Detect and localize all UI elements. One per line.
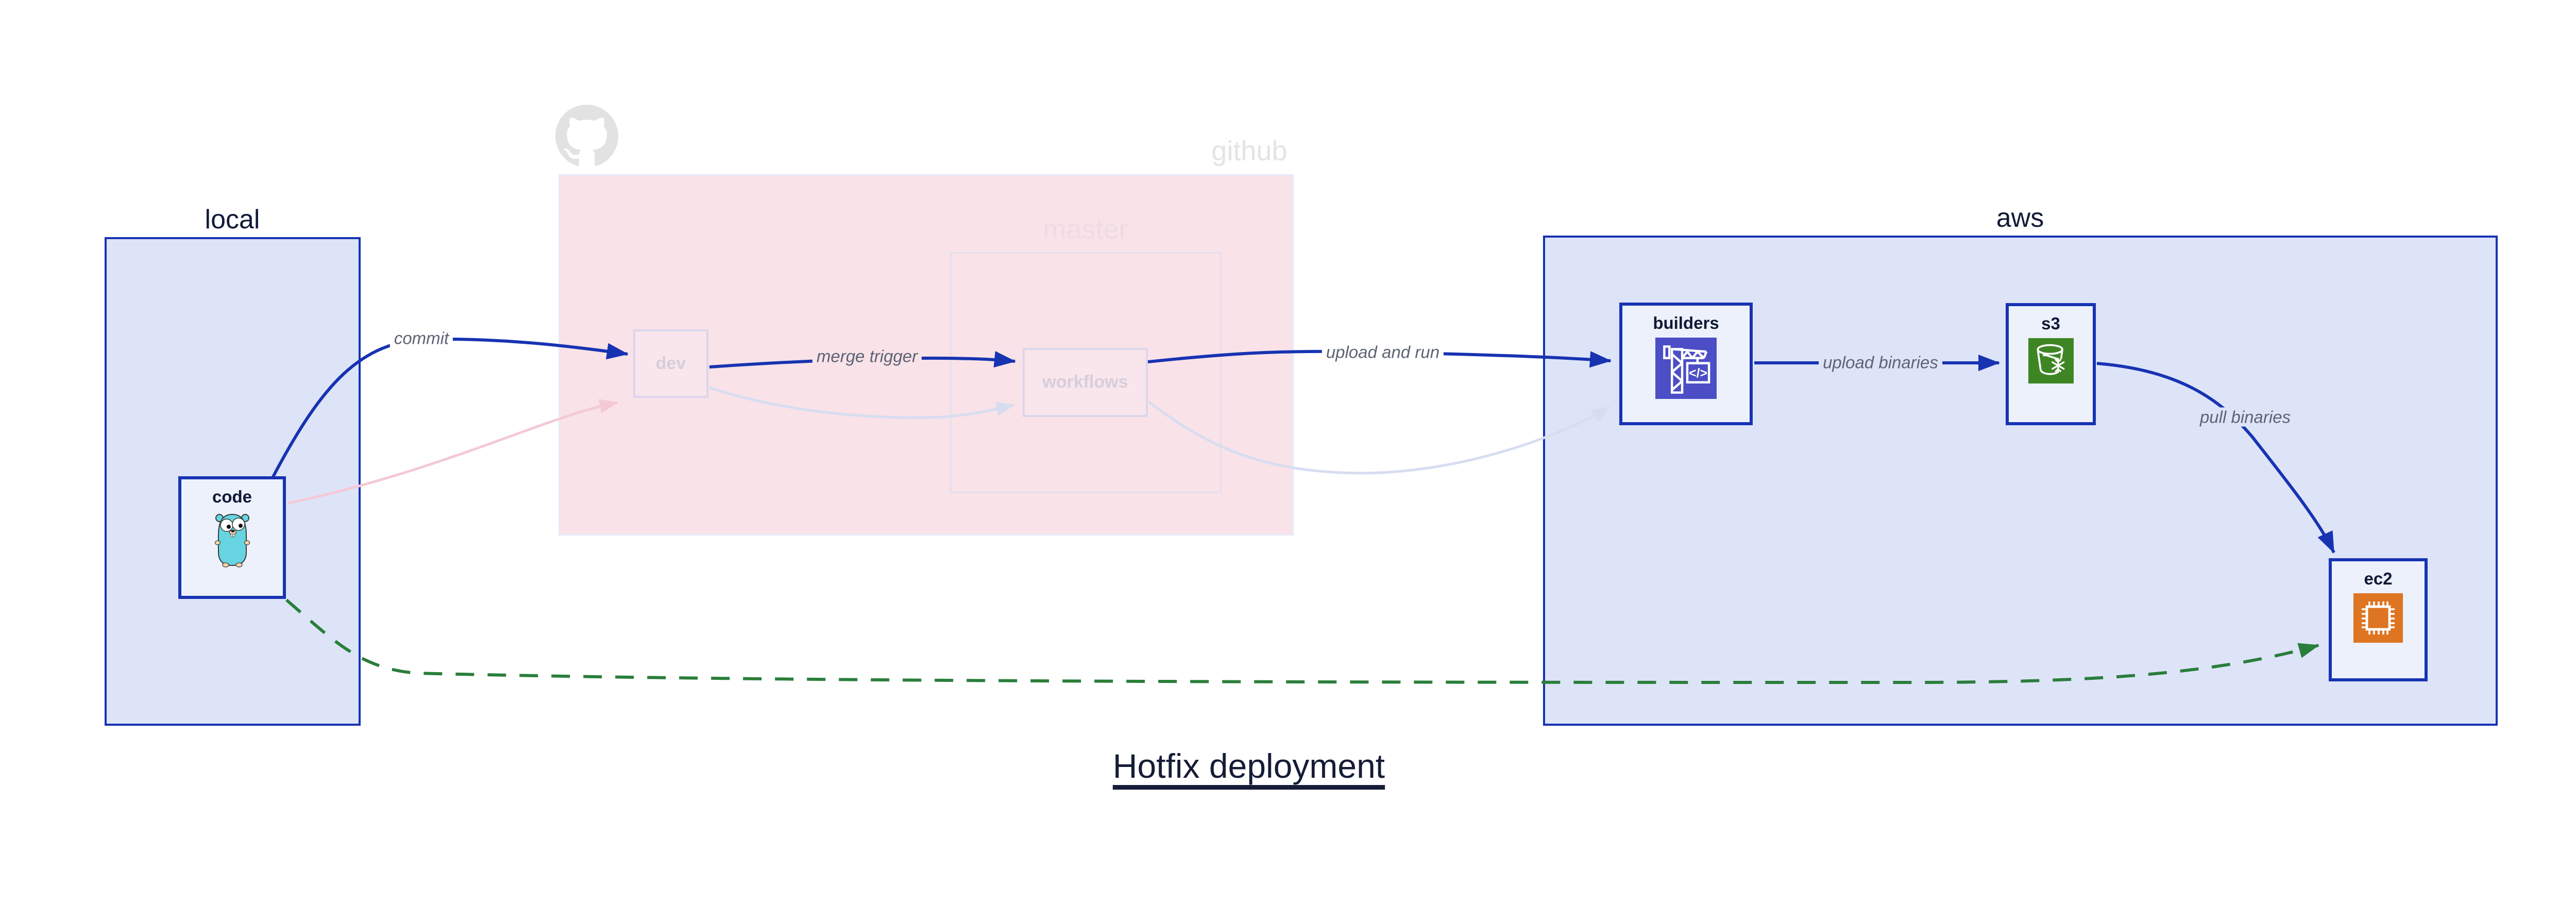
edge-label-merge-trigger: merge trigger <box>812 346 922 366</box>
edge-label-commit: commit <box>389 328 453 348</box>
node-workflows: workflows <box>1023 348 1148 417</box>
edge-hotfix-dashed <box>285 598 2319 684</box>
edge-pull-binaries <box>2096 362 2335 554</box>
aws-codebuild-crane-icon: </> <box>1655 338 1717 399</box>
github-octocat-icon <box>555 105 618 166</box>
node-ec2: ec2 <box>2329 558 2428 681</box>
node-dev-label: dev <box>655 353 686 373</box>
node-s3: s3 <box>2006 303 2096 425</box>
group-label-github: github <box>1211 136 1287 166</box>
group-label-local: local <box>205 205 260 235</box>
node-builders: builders </> <box>1619 303 1753 425</box>
edge-faded-dev-workflows <box>709 386 1015 419</box>
codebuild-code-glyph: </> <box>1689 366 1707 380</box>
edge-faded-code-dev <box>288 399 618 505</box>
group-master <box>950 252 1222 493</box>
edge-faded-workflows-builders <box>1147 400 1611 475</box>
edge-label-pull-binaries: pull binaries <box>2195 407 2295 427</box>
node-workflows-label: workflows <box>1042 372 1128 392</box>
node-ec2-label: ec2 <box>2364 569 2393 588</box>
group-label-master: master <box>1043 214 1128 245</box>
node-builders-label: builders <box>1653 313 1719 332</box>
node-s3-label: s3 <box>2041 314 2060 333</box>
page-title: Hotfix deployment <box>1112 747 1385 785</box>
node-code-label: code <box>212 487 252 506</box>
edge-label-upload-binaries: upload binaries <box>1819 353 1942 372</box>
node-code: code <box>178 476 286 599</box>
ec2-chip-icon <box>2353 593 2403 643</box>
node-dev: dev <box>633 329 708 398</box>
edge-label-upload-and-run: upload and run <box>1321 342 1444 362</box>
go-gopher-icon <box>214 514 250 567</box>
edge-commit <box>272 337 629 478</box>
group-label-aws: aws <box>1996 203 2044 233</box>
s3-bucket-snowflake-icon <box>2028 338 2074 384</box>
